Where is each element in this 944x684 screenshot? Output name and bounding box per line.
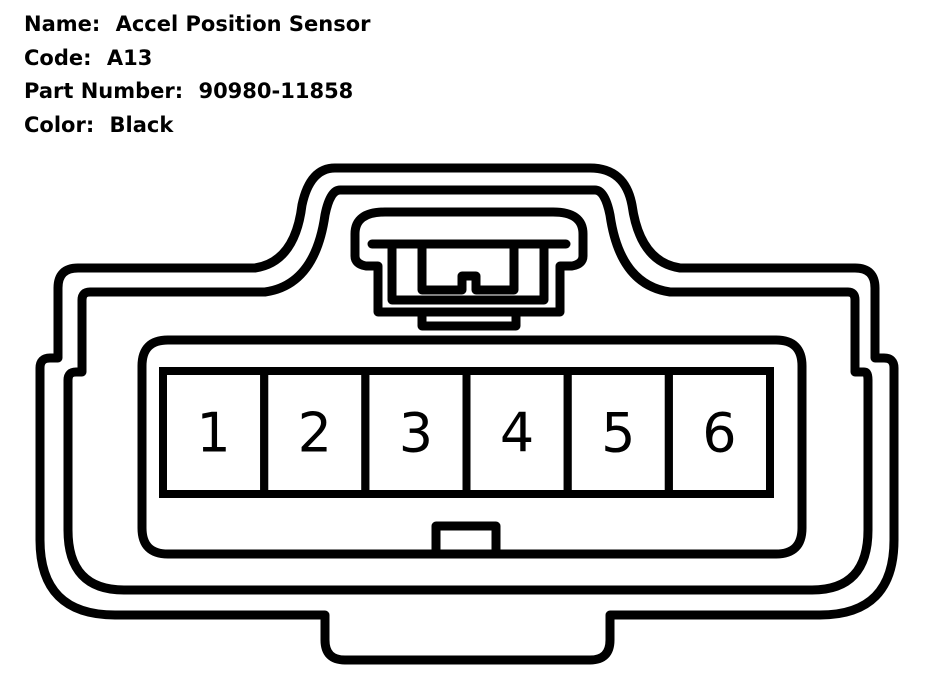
- part-number-row: Part Number: 90980-11858: [24, 75, 371, 109]
- connector-inner-housing: [63, 185, 873, 595]
- pin-cavities: 1 2 3 4 5 6: [159, 367, 774, 498]
- name-label: Name:: [24, 12, 101, 36]
- color-label: Color:: [24, 112, 95, 137]
- code-value: A13: [106, 45, 153, 70]
- part-number-label: Part Number:: [24, 79, 184, 103]
- pin-number-6: 6: [702, 402, 736, 465]
- part-number-value: 90980-11858: [198, 79, 354, 103]
- color-value: Black: [109, 112, 174, 137]
- pin-number-2: 2: [298, 402, 332, 465]
- pin-cavity-6: [664, 367, 774, 498]
- pin-number-1: 1: [196, 402, 230, 465]
- color-row: Color: Black: [24, 109, 371, 143]
- lock-tab: [417, 307, 521, 331]
- name-row: Name: Accel Position Sensor: [24, 8, 371, 42]
- lock-housing: [350, 207, 588, 317]
- code-row: Code: A13: [24, 42, 371, 76]
- pin-number-3: 3: [399, 402, 433, 465]
- name-value: Accel Position Sensor: [115, 12, 371, 36]
- pin-number-5: 5: [601, 402, 635, 465]
- code-label: Code:: [24, 45, 92, 70]
- lock-latch: [387, 239, 549, 305]
- bottom-key-notch: [431, 521, 501, 559]
- connector-outer-housing: [35, 163, 899, 665]
- terminal-cavity-surround: [137, 335, 807, 559]
- pin-number-4: 4: [500, 402, 534, 465]
- lock-latch-detail: [417, 239, 519, 295]
- connector-info: Name: Accel Position Sensor Code: A13 Pa…: [24, 8, 371, 142]
